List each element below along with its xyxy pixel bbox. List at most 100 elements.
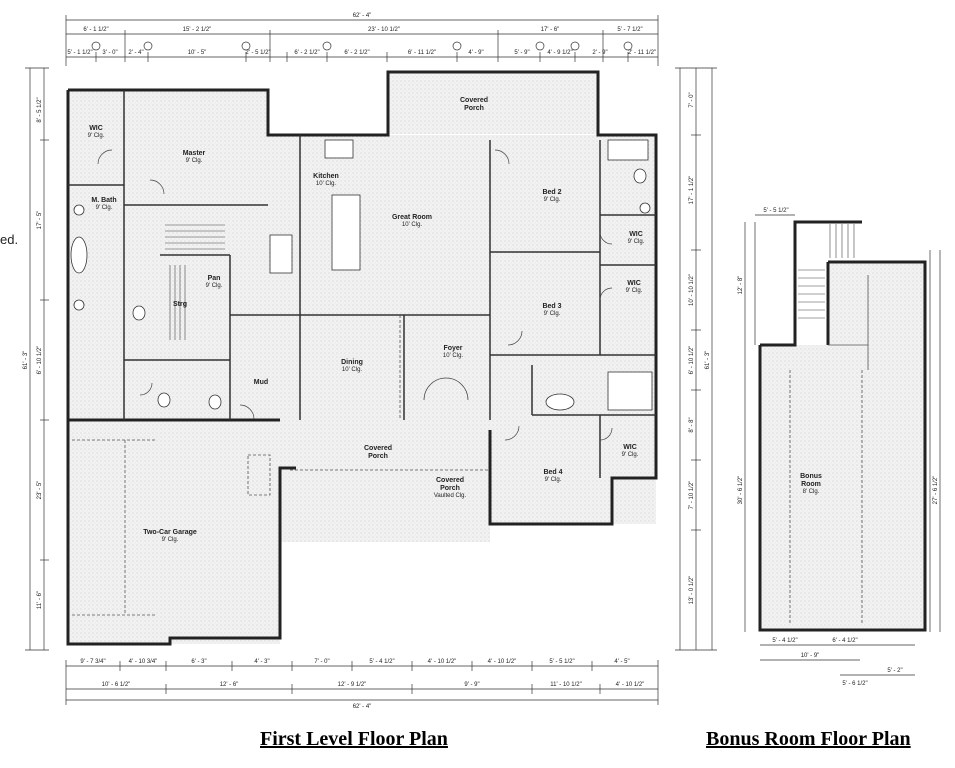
- dim-overall-top: 62' - 4": [353, 13, 372, 19]
- room-m-bath-ceiling: 9' Clg.: [96, 205, 113, 211]
- dim-bot2-3: 12' - 9 1/2": [338, 682, 367, 688]
- exterior-walls: [66, 70, 658, 646]
- bonus-dimension-lines: [744, 214, 941, 676]
- grid-bubbles: [91, 41, 633, 51]
- dim-row2-7: 6' - 2 1/2": [344, 50, 369, 56]
- cropped-side-note: ed.: [0, 232, 19, 247]
- bonus-floor-fill: [760, 262, 925, 630]
- bonus-interior: [789, 275, 869, 625]
- dim-bot1-9: 5' - 5 1/2": [549, 659, 574, 665]
- dim-bot1-1: 9' - 7 3/4": [80, 659, 105, 665]
- room-bed3-ceiling: 9' Clg.: [544, 311, 561, 317]
- dim-top-1: 6' - 1 1/2": [83, 27, 108, 33]
- floor-fill: [68, 72, 656, 644]
- room-wic-bed4-ceiling: 9' Clg.: [622, 452, 639, 458]
- room-master: Master: [183, 150, 206, 157]
- dim-row2-8: 6' - 11 1/2": [408, 50, 436, 56]
- dim-row2-12: 2' - 9": [592, 50, 607, 56]
- dim-bonus-bot-5: 5' - 6 1/2": [842, 681, 867, 687]
- room-bed2-ceiling: 9' Clg.: [544, 197, 561, 203]
- stairs: [165, 224, 225, 340]
- room-m-bath: M. Bath: [91, 197, 116, 204]
- room-covered-porch-top: Covered: [460, 97, 488, 104]
- dim-bonus-left-1: 12' - 8": [738, 276, 744, 295]
- room-dining-ceiling: 10' Clg.: [342, 367, 362, 373]
- dim-left-4: 23' - 5": [37, 481, 43, 500]
- room-bonus-ceiling: 8' Clg.: [803, 489, 820, 495]
- room-great-room: Great Room: [392, 214, 432, 221]
- dim-right-overall: 61' - 3": [705, 351, 711, 370]
- first-level-title: First Level Floor Plan: [260, 728, 448, 750]
- room-dining: Dining: [341, 359, 363, 366]
- door-swings: [97, 149, 613, 441]
- room-pan: Pan: [208, 275, 221, 282]
- room-foyer: Foyer: [443, 345, 462, 352]
- room-covered-porch-mid-2: Porch: [368, 453, 388, 460]
- dim-bot1-3: 6' - 3": [191, 659, 206, 665]
- room-strg: Strg: [173, 301, 187, 308]
- dim-bot2-2: 12' - 6": [220, 682, 239, 688]
- room-bed4: Bed 4: [543, 469, 562, 476]
- dimension-texts: 62' - 4" 6' - 1 1/2" 15' - 2 1/2" 23' - …: [67, 13, 656, 710]
- dimension-ticks: [25, 15, 717, 705]
- dim-bonus-bot-4: 5' - 2": [887, 668, 902, 674]
- dim-row2-4: 10' - 5": [188, 50, 207, 56]
- dim-bot2-5: 11' - 10 1/2": [550, 682, 582, 688]
- dim-left-3: 6' - 10 1/2": [37, 346, 43, 375]
- dim-bot2-1: 10' - 6 1/2": [102, 682, 131, 688]
- room-great-room-ceiling: 10' Clg.: [402, 222, 422, 228]
- dim-right-6: 7' - 10 1/2": [689, 481, 695, 510]
- dimension-lines: [29, 19, 713, 701]
- dim-row2-1: 5' - 1 1/2": [67, 50, 92, 56]
- vertical-dimension-texts: 61' - 3" 8' - 5 1/2" 17' - 5" 6' - 10 1/…: [23, 92, 939, 609]
- dim-bonus-right: 27' - 6 1/2": [933, 476, 939, 505]
- bonus-dimension-texts: 5' - 5 1/2" 5' - 4 1/2" 6' - 4 1/2" 10' …: [763, 208, 902, 687]
- dim-bot1-5: 7' - 0": [314, 659, 329, 665]
- dim-bonus-bot-3: 10' - 9": [801, 653, 820, 659]
- dim-top-3: 23' - 10 1/2": [368, 27, 400, 33]
- room-covered-porch-mid: Covered: [364, 445, 392, 452]
- dim-bot1-2: 4' - 10 3/4": [129, 659, 158, 665]
- room-labels: WIC 9' Clg. Master 9' Clg. M. Bath 9' Cl…: [88, 97, 822, 543]
- dim-bot1-4: 4' - 3": [254, 659, 269, 665]
- dim-bot2-6: 4' - 10 1/2": [616, 682, 645, 688]
- dim-bonus-bot-1: 5' - 4 1/2": [772, 638, 797, 644]
- room-foyer-ceiling: 10' Clg.: [443, 353, 463, 359]
- dim-row2-2: 3' - 0": [102, 50, 117, 56]
- room-wic-master-ceiling: 9' Clg.: [88, 133, 105, 139]
- room-bed4-ceiling: 9' Clg.: [545, 477, 562, 483]
- dim-top-2: 15' - 2 1/2": [183, 27, 212, 33]
- dim-bonus-left-2: 30' - 6 1/2": [738, 476, 744, 505]
- dim-left-5: 11' - 6": [37, 591, 43, 609]
- room-wic-bed2: WIC: [629, 231, 643, 238]
- dim-right-7: 13' - 0 1/2": [689, 576, 695, 605]
- room-bonus-2: Room: [801, 481, 821, 488]
- room-pan-ceiling: 9' Clg.: [206, 283, 223, 289]
- room-covered-porch-front-3: Vaulted Clg.: [434, 493, 467, 499]
- dim-bot1-8: 4' - 10 1/2": [488, 659, 517, 665]
- dim-bot1-10: 4' - 5": [614, 659, 629, 665]
- dim-bonus-bot-2: 6' - 4 1/2": [832, 638, 857, 644]
- room-wic-master: WIC: [89, 125, 103, 132]
- room-covered-porch-front-2: Porch: [440, 485, 460, 492]
- dim-row2-11: 4' - 9 1/2": [547, 50, 572, 56]
- dim-left-1: 8' - 5 1/2": [37, 97, 43, 122]
- room-wic-bed3-ceiling: 9' Clg.: [626, 288, 643, 294]
- dim-row2-9: 4' - 9": [468, 50, 483, 56]
- dim-top-4: 17' - 6": [541, 27, 560, 33]
- dim-row2-3: 2' - 4": [128, 50, 143, 56]
- bonus-walls: [758, 220, 927, 632]
- dim-right-2: 17' - 1 1/2": [689, 176, 695, 205]
- bonus-stairs: [798, 224, 855, 319]
- dim-left-overall: 61' - 3": [23, 351, 29, 370]
- room-wic-bed3: WIC: [627, 280, 641, 287]
- dim-bonus-top: 5' - 5 1/2": [763, 208, 788, 214]
- room-kitchen-ceiling: 10' Clg.: [316, 181, 336, 187]
- room-master-ceiling: 9' Clg.: [186, 158, 203, 164]
- dim-bot1-6: 5' - 4 1/2": [369, 659, 394, 665]
- room-garage-ceiling: 9' Clg.: [162, 537, 179, 543]
- room-garage: Two-Car Garage: [143, 529, 197, 536]
- dim-right-1: 7' - 0": [689, 92, 695, 107]
- room-bed2: Bed 2: [542, 189, 561, 196]
